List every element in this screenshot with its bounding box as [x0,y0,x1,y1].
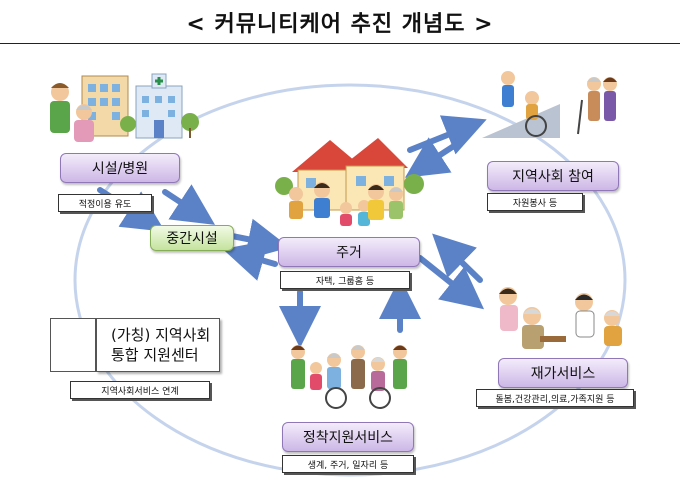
arrow-intermediate-to-housing [229,218,290,260]
community-label: 지역사회 참여 [512,169,594,185]
background-circle [73,83,627,477]
community-note: 자원봉사 등 [487,193,583,211]
counselor-avatar-frame [50,318,96,372]
arrow-homecare-to-housing [432,233,483,283]
arrow-community-to-housing [404,137,463,178]
support-center-box: (가칭) 지역사회 통합 지원센터 [96,318,220,372]
arrow-housing-to-homecare [417,255,485,310]
settlement-node: 정착지원서비스 [282,422,414,452]
housing-label: 주거 [336,245,362,261]
title-divider [0,43,680,44]
housing-node: 주거 [278,237,420,267]
support-center-line1: (가칭) 지역사회 [111,326,211,344]
housing-note: 자택, 그룹홈 등 [280,271,410,289]
facility-node: 시설/병원 [60,153,180,183]
home-care-illustration [499,287,622,349]
arrow-facility-to-intermediate-2 [162,184,216,225]
intermediate-node: 중간시설 [150,225,234,251]
hospital-illustration [50,73,199,142]
wheelchair-volunteer-illustration [482,71,617,138]
settlement-label: 정착지원서비스 [302,430,394,446]
community-node: 지역사회 참여 [487,161,619,191]
intermediate-label: 중간시설 [166,231,218,247]
elderly-group-illustration [291,345,407,409]
homecare-label: 재가서비스 [530,366,596,382]
arrow-housing-to-intermediate [222,240,278,281]
support-center-line2: 통합 지원센터 [111,346,199,364]
facility-note: 적정이용 유도 [58,194,152,212]
arrow-housing-to-community [407,115,487,155]
house-family-illustration [275,138,424,226]
settlement-note: 생계, 주거, 일자리 등 [282,455,414,473]
facility-label: 시설/병원 [91,161,149,177]
support-center-note: 지역사회서비스 연계 [70,381,210,399]
homecare-node: 재가서비스 [498,358,628,388]
page-title: < 커뮤니티케어 추진 개념도 > [186,12,494,37]
homecare-note: 돌봄,건강관리,의료,가족지원 등 [476,389,634,407]
